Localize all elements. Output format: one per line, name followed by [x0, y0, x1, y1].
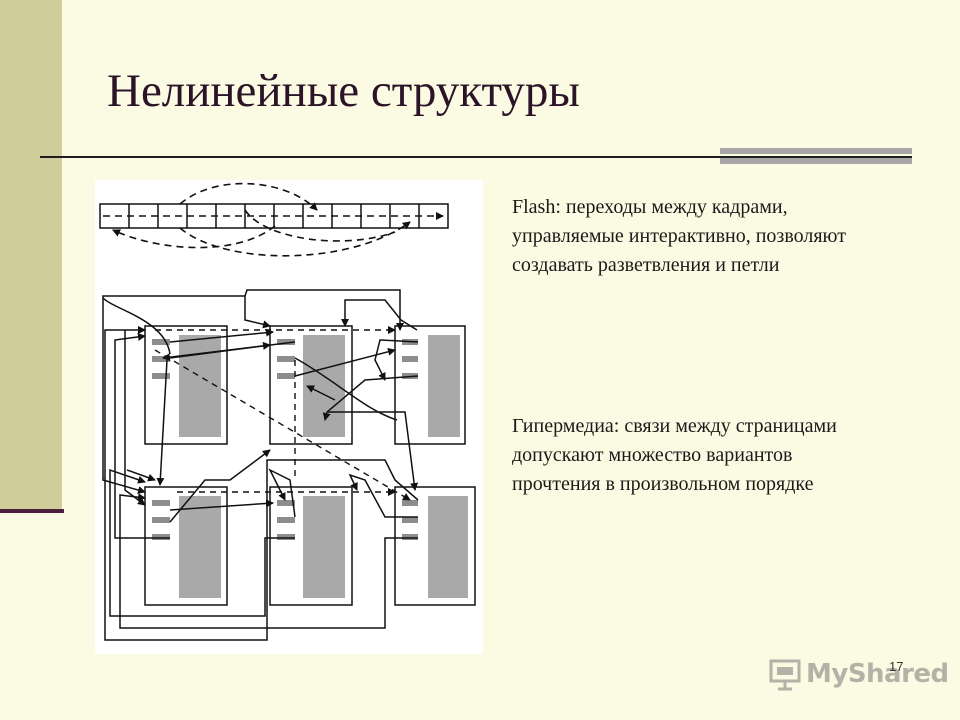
slide-page-number: 17 [889, 659, 904, 674]
hypermedia-dashed-arrows [154, 326, 411, 501]
hypermedia-link-arrows [102, 289, 419, 641]
text-line: допускают множество вариантов [512, 444, 793, 466]
title-rule [40, 156, 912, 158]
hypermedia-description: Гипермедиа: связи между страницами допус… [512, 412, 932, 499]
watermark-text: MyShared [806, 659, 949, 689]
side-decor-line [0, 509, 64, 513]
nonlinear-structure-diagram [95, 180, 483, 654]
presentation-board-icon [769, 659, 801, 691]
flash-transition-arrows [103, 182, 444, 257]
title-rule-accent [720, 148, 912, 165]
myshared-watermark: MyShared [768, 657, 949, 693]
text-line: Гипермедиа: связи между страницами [512, 415, 837, 437]
text-line: управляемые интерактивно, позволяют [512, 225, 846, 247]
side-decor-band [0, 0, 62, 512]
text-line: создавать разветвления и петли [512, 254, 780, 276]
slide-title: Нелинейные структуры [107, 65, 580, 117]
text-line: прочтения в произвольном порядке [512, 473, 814, 495]
text-line: Flash: переходы между кадрами, [512, 196, 788, 218]
flash-description: Flash: переходы между кадрами, управляем… [512, 193, 932, 280]
